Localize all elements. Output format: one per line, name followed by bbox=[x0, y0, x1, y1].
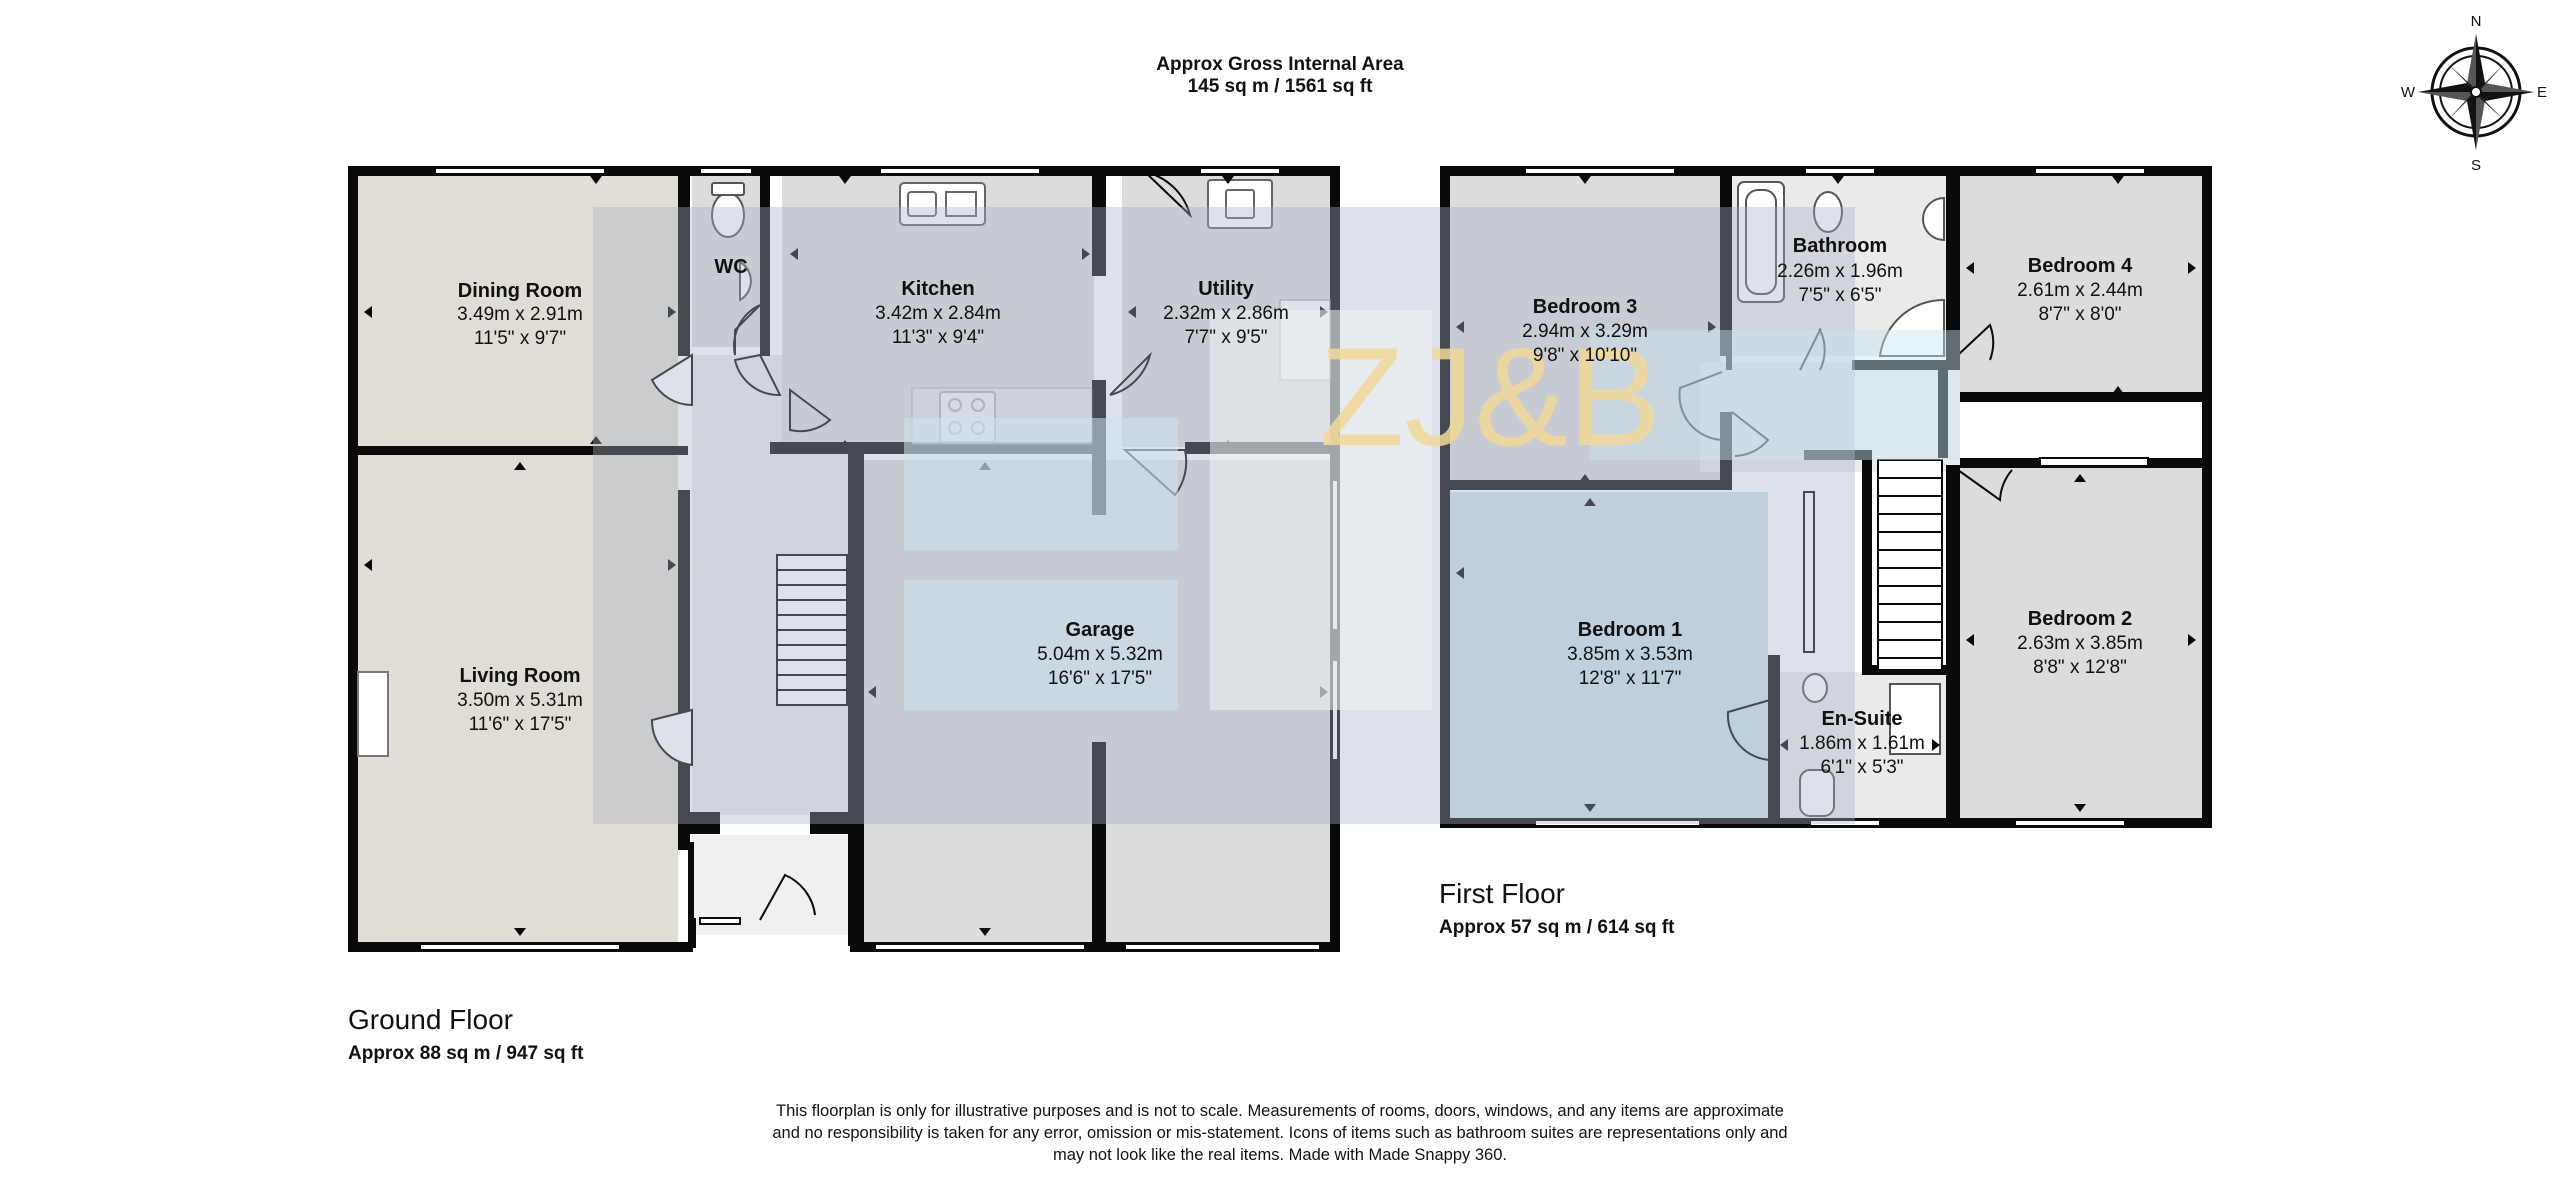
utility-metric: 2.32m x 2.86m bbox=[1163, 303, 1289, 324]
bathroom-basin-icon bbox=[1922, 196, 1945, 242]
bedroom-1-imperial: 12'8" x 11'7" bbox=[1579, 668, 1682, 689]
bedroom-2-metric: 2.63m x 3.85m bbox=[2017, 633, 2143, 654]
bedroom-4-metric: 2.61m x 2.44m bbox=[2017, 280, 2143, 301]
bedroom-2-floor bbox=[1960, 466, 2202, 822]
bedroom-3-metric: 2.94m x 3.29m bbox=[1522, 321, 1648, 342]
watermark-logo: ZJ&B bbox=[1319, 318, 1661, 475]
bathroom-toilet-icon bbox=[1813, 191, 1843, 233]
bedroom-1-floor bbox=[1448, 492, 1768, 822]
bathroom-fittings bbox=[1737, 181, 1945, 817]
living-room-name: Living Room bbox=[459, 665, 580, 687]
bedroom-2-imperial: 8'8" x 12'8" bbox=[2033, 657, 2127, 678]
living-room-floor bbox=[356, 454, 678, 942]
basin-icon bbox=[739, 260, 752, 302]
en-suite-imperial: 6'1" x 5'3" bbox=[1820, 757, 1903, 778]
bedroom-4-floor bbox=[1960, 176, 2202, 398]
utility-imperial: 7'7" x 9'5" bbox=[1184, 327, 1267, 348]
first-floor-area: Approx 57 sq m / 614 sq ft bbox=[1439, 917, 1675, 938]
ground-floor-title: Ground Floor bbox=[348, 1004, 513, 1035]
garage-name: Garage bbox=[1066, 619, 1135, 641]
bedroom-3-floor bbox=[1448, 176, 1720, 480]
kitchen-metric: 3.42m x 2.84m bbox=[875, 303, 1001, 324]
compass-w: W bbox=[2401, 84, 2416, 101]
room-labels: Dining Room 3.49m x 2.91m 11'5" x 9'7" W… bbox=[457, 235, 2143, 778]
disclaimer-line-2: and no responsibility is taken for any e… bbox=[772, 1124, 1788, 1142]
bedroom-2-name: Bedroom 2 bbox=[2028, 608, 2132, 630]
compass-s: S bbox=[2471, 157, 2481, 174]
dining-room-name: Dining Room bbox=[458, 280, 582, 302]
bedroom-4-name: Bedroom 4 bbox=[2028, 255, 2133, 277]
gross-area-title: Approx Gross Internal Area bbox=[1156, 54, 1404, 75]
bedroom-1-metric: 3.85m x 3.53m bbox=[1567, 644, 1693, 665]
dining-room-imperial: 11'5" x 9'7" bbox=[474, 328, 566, 349]
en-suite-metric: 1.86m x 1.61m bbox=[1799, 733, 1925, 754]
wc-fittings bbox=[711, 182, 752, 302]
watermark: ZJ&B bbox=[593, 207, 1960, 824]
first-measure-arrows bbox=[1456, 176, 2196, 812]
first-windows bbox=[1524, 167, 2149, 827]
disclaimer-line-3: may not look like the real items. Made w… bbox=[1053, 1146, 1507, 1164]
living-room-metric: 3.50m x 5.31m bbox=[457, 690, 583, 711]
first-stairs bbox=[1877, 459, 1943, 671]
ground-floor-area: Approx 88 sq m / 947 sq ft bbox=[348, 1043, 584, 1064]
fireplace-icon bbox=[357, 671, 389, 757]
compass-icon: N S E W bbox=[2401, 13, 2547, 174]
bathroom-name: Bathroom bbox=[1793, 235, 1887, 257]
bedroom-1-name: Bedroom 1 bbox=[1578, 619, 1682, 641]
bathroom-metric: 2.26m x 1.96m bbox=[1777, 261, 1903, 282]
en-suite-toilet-icon bbox=[1802, 673, 1828, 703]
shower-icon bbox=[1878, 298, 1945, 357]
first-door-swings bbox=[1678, 323, 2013, 761]
living-room-imperial: 11'6" x 17'5" bbox=[469, 714, 572, 735]
first-floor-plan bbox=[1440, 166, 2212, 828]
en-suite-basin-icon bbox=[1799, 769, 1835, 817]
ground-stairs bbox=[776, 554, 848, 706]
disclaimer: This floorplan is only for illustrative … bbox=[680, 1100, 1880, 1166]
garage-imperial: 16'6" x 17'5" bbox=[1048, 668, 1152, 689]
wc-name: WC bbox=[714, 256, 747, 278]
garage-metric: 5.04m x 5.32m bbox=[1037, 644, 1163, 665]
kitchen-imperial: 11'3" x 9'4" bbox=[892, 327, 984, 348]
disclaimer-line-1: This floorplan is only for illustrative … bbox=[776, 1102, 1784, 1120]
en-suite-name: En-Suite bbox=[1821, 708, 1902, 730]
wardrobe bbox=[1803, 491, 1815, 653]
first-floor-title: First Floor bbox=[1439, 878, 1565, 909]
bedroom-4-imperial: 8'7" x 8'0" bbox=[2038, 304, 2121, 325]
kitchen-name: Kitchen bbox=[901, 278, 974, 300]
dining-room-metric: 3.49m x 2.91m bbox=[457, 304, 583, 325]
gross-area-value: 145 sq m / 1561 sq ft bbox=[1187, 76, 1373, 97]
compass-e: E bbox=[2537, 84, 2547, 101]
bathroom-imperial: 7'5" x 6'5" bbox=[1798, 285, 1881, 306]
compass-n: N bbox=[2471, 13, 2482, 30]
bedroom-3-imperial: 9'8" x 10'10" bbox=[1533, 345, 1637, 366]
bedroom-3-name: Bedroom 3 bbox=[1533, 296, 1637, 318]
en-suite-shower-icon bbox=[1889, 683, 1941, 755]
utility-name: Utility bbox=[1198, 278, 1254, 300]
dining-room-floor bbox=[356, 175, 678, 447]
